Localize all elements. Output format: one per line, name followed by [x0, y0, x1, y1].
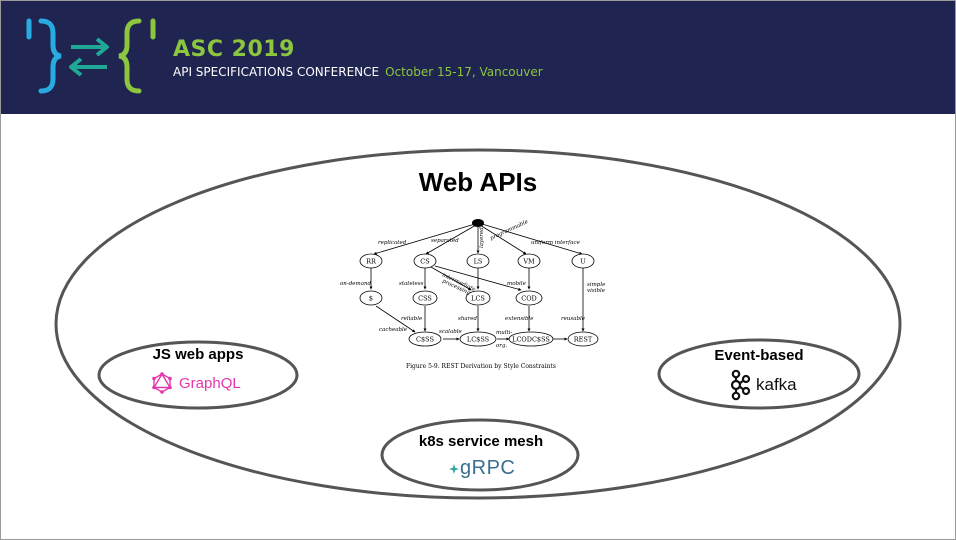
kafka-wordmark: kafka — [756, 375, 797, 394]
fig-label-css: CSS — [418, 295, 432, 303]
fig-edge-reusable: reusable — [561, 316, 586, 322]
conference-header: ASC 2019 API SPECIFICATIONS CONFERENCE Oc… — [1, 1, 955, 114]
fig-edge-uniform: uniform interface — [531, 240, 581, 246]
fig-node-lcs — [465, 290, 491, 306]
fig-label-cdss: C$SS — [416, 336, 434, 344]
web-apis-ellipse — [54, 148, 902, 500]
asc-logo-icon — [26, 18, 156, 94]
fig-edge-on-demand: on-demand — [340, 281, 372, 287]
fig-node-ls — [466, 253, 490, 269]
fig-edge-mobile: mobile — [507, 281, 527, 287]
fig-edge-scalable: scalable — [439, 329, 462, 335]
fig-edge-extensible: extensible — [505, 316, 534, 322]
fig-edge-visible: visible — [587, 288, 606, 294]
fig-node-css — [412, 290, 438, 306]
conference-subtitle: API SPECIFICATIONS CONFERENCE October 15-… — [173, 65, 543, 79]
fig-edge-stateless: stateless — [399, 281, 424, 287]
fig-edge-shared: shared — [458, 316, 478, 322]
fig-node-rest — [567, 331, 599, 347]
rest-derivation-figure: RR CS LS VM U $ CSS LCS COD C$SS LC$SS L… — [340, 219, 606, 370]
fig-edge-layered: layered — [479, 227, 485, 248]
grpc-wordmark: gRPC — [460, 457, 516, 479]
fig-edge-simple: simple — [587, 282, 606, 288]
fig-node-dollar — [359, 290, 383, 306]
graphql-brand: GraphQL — [151, 372, 241, 394]
fig-caption: Figure 5-9. REST Derivation by Style Con… — [406, 363, 556, 370]
figure-edges — [369, 223, 585, 341]
kafka-brand: kafka — [730, 369, 797, 401]
kafka-icon — [730, 369, 750, 401]
fig-edge-programmable: programmable — [489, 219, 529, 242]
fig-node-vm — [517, 253, 541, 269]
fig-node-cdss — [408, 331, 442, 347]
fig-label-vm: VM — [522, 258, 535, 266]
fig-edge-multi: multi- — [496, 330, 512, 336]
web-apis-title: Web APIs — [418, 167, 538, 197]
js-web-apps-ellipse — [97, 340, 299, 410]
fig-label-cod: COD — [521, 295, 537, 303]
figure-null-node — [472, 219, 484, 227]
graphql-icon — [152, 372, 172, 394]
grpc-icon — [449, 463, 459, 474]
graphql-wordmark: GraphQL — [179, 374, 241, 392]
fig-edge-cacheable: cacheable — [379, 327, 408, 333]
fig-node-lcdss — [459, 331, 497, 347]
fig-edge-org: org. — [496, 343, 507, 349]
fig-node-rr — [359, 253, 383, 269]
grpc-brand: gRPC — [449, 457, 515, 480]
k8s-ellipse — [380, 418, 580, 492]
event-based-label: Event-based — [714, 347, 804, 364]
k8s-service-mesh-label: k8s service mesh — [418, 433, 544, 450]
fig-label-lcodss: LCODC$SS — [512, 336, 550, 344]
fig-node-u — [571, 253, 595, 269]
fig-label-dollar: $ — [369, 295, 373, 303]
fig-label-rest: REST — [574, 336, 593, 344]
fig-edge-reliable: reliable — [401, 316, 423, 322]
fig-node-cs — [413, 253, 437, 269]
fig-edge-separated: separated — [431, 238, 459, 244]
conference-full-name: API SPECIFICATIONS CONFERENCE — [173, 65, 380, 79]
fig-node-lcodss — [508, 331, 554, 347]
conference-dates: October 15-17, Vancouver — [385, 65, 543, 79]
fig-label-ls: LS — [474, 258, 483, 266]
fig-edge-replicated: replicated — [378, 240, 407, 246]
fig-label-lcdss: LC$SS — [467, 336, 489, 344]
fig-label-cs: CS — [420, 258, 429, 266]
conference-name: ASC 2019 — [173, 37, 295, 62]
api-styles-diagram — [54, 148, 902, 500]
fig-label-rr: RR — [366, 258, 377, 266]
fig-label-u: U — [580, 258, 586, 266]
event-based-ellipse — [657, 338, 861, 410]
fig-label-lcs: LCS — [471, 295, 485, 303]
fig-node-cod — [515, 290, 543, 306]
js-web-apps-label: JS web apps — [152, 346, 244, 363]
